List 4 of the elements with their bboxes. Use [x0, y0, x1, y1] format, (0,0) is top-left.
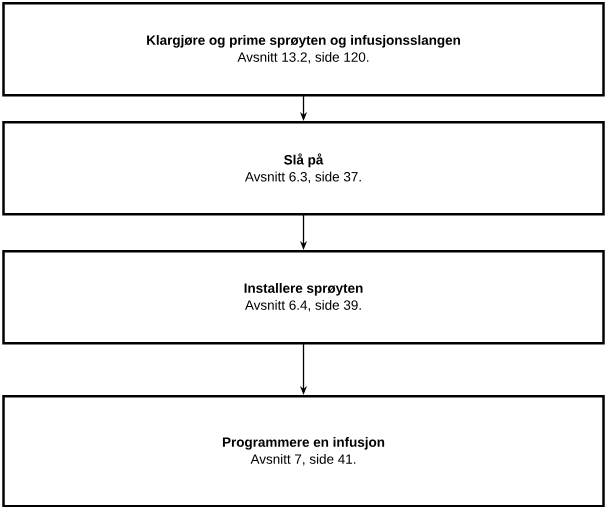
process-box: Slå på Avsnitt 6.3, side 37. [2, 121, 605, 216]
process-box: Klargjøre og prime sprøyten og infusjonsslangen Avsnitt 13.2, side 120. [2, 2, 605, 96]
process-box: Programmere en infusjon Avsnitt 7, side 41. [2, 395, 605, 507]
process-box: Installere sprøyten Avsnitt 6.4, side 39. [2, 250, 605, 344]
